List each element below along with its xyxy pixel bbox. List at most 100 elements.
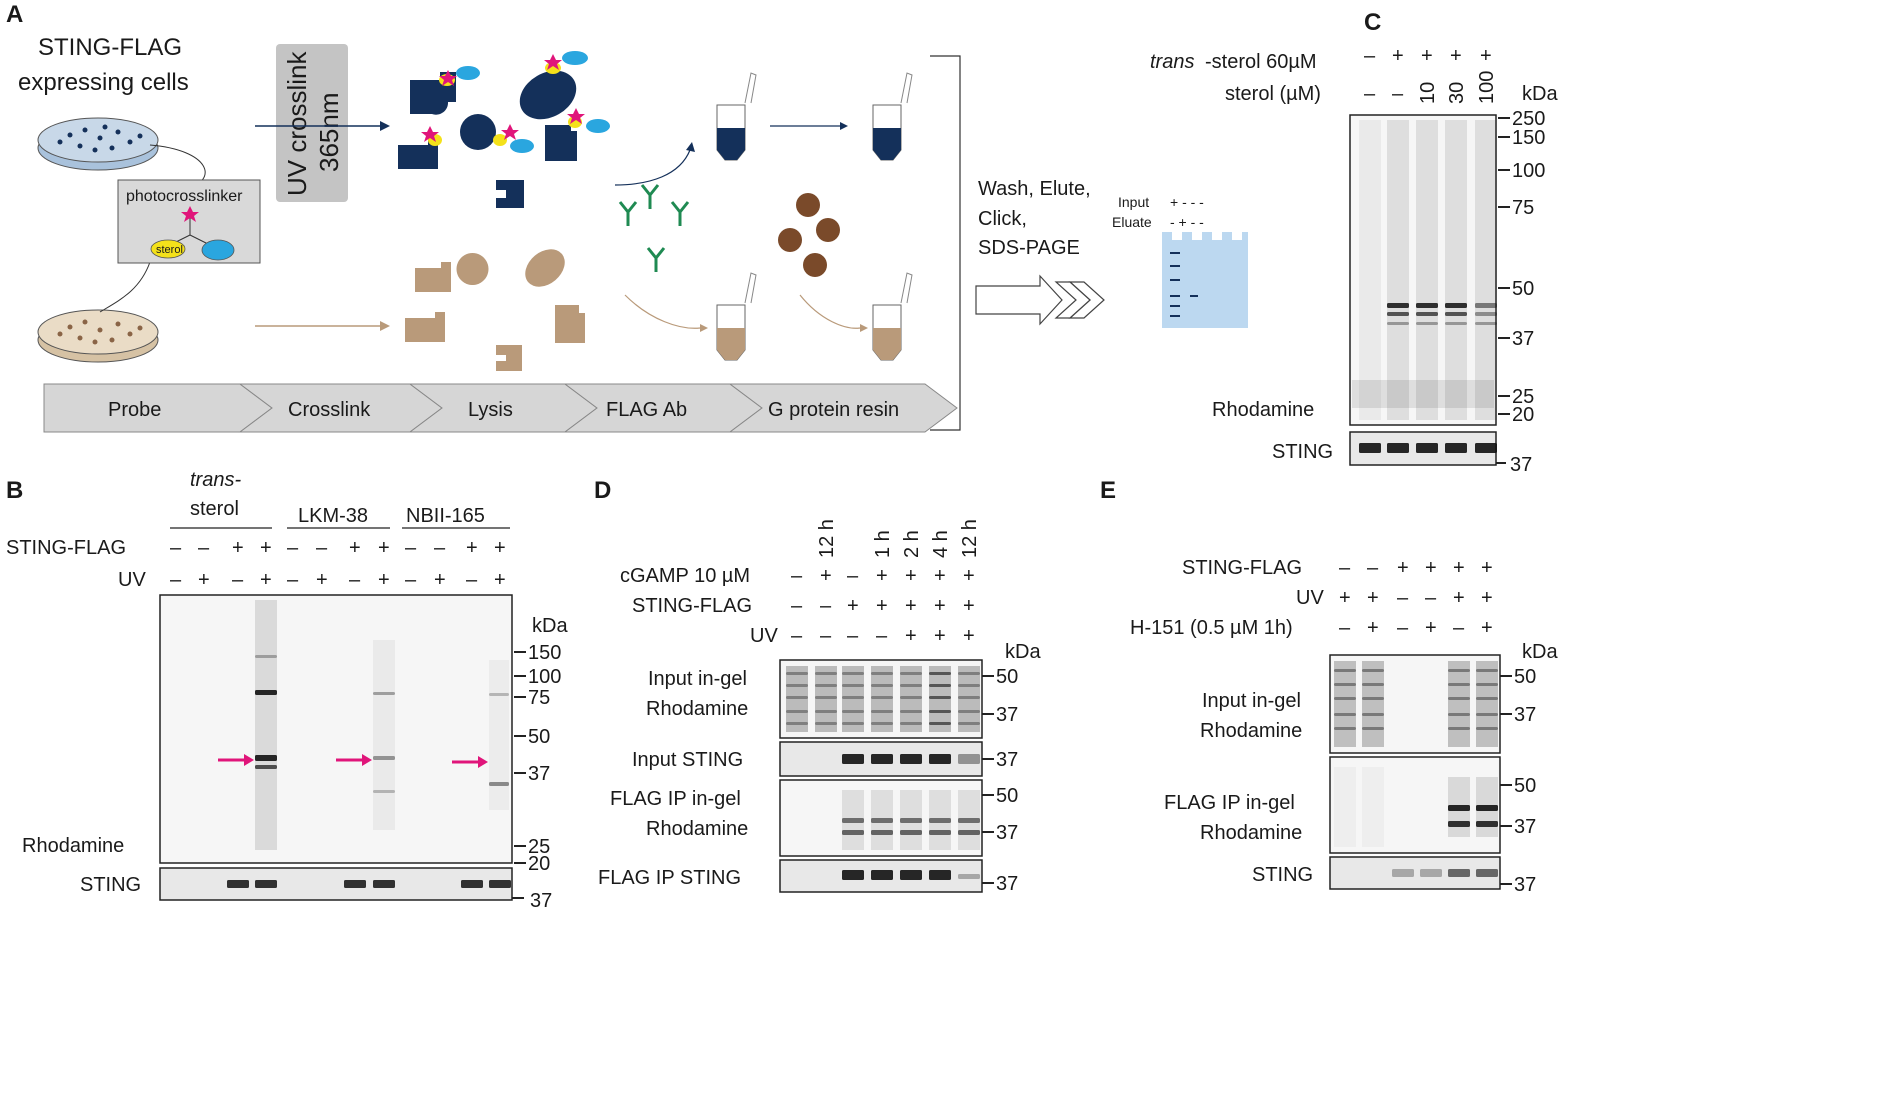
panel-c-band-lower: [1475, 312, 1497, 316]
cells-label-line1: STING-FLAG: [38, 34, 182, 61]
panel-e-ip-band: [1448, 805, 1470, 811]
gel-band: [842, 696, 864, 699]
panel-d-sign: –: [847, 625, 859, 647]
panel-b-band-37: [255, 765, 277, 769]
gel-band: [842, 830, 864, 835]
panel-c-sting-marker: 37: [1510, 454, 1532, 476]
panel-c-row1-label: -sterol 60µM: [1205, 51, 1317, 73]
panel-e-sign: +: [1367, 617, 1379, 639]
panel-e-ip-band: [1476, 821, 1498, 827]
panel-d-time: 1 h: [872, 530, 894, 558]
step-g-protein-resin: G protein resin: [768, 399, 899, 421]
panel-e-sign: +: [1481, 557, 1493, 579]
gel-band: [786, 684, 808, 687]
panel-e-sign: +: [1453, 557, 1465, 579]
step-flag-ab: FLAG Ab: [606, 399, 687, 421]
panel-d-sign: –: [820, 595, 832, 617]
panel-b-row1-sign: –: [434, 537, 446, 559]
gel-band: [871, 696, 893, 699]
panel-d-blot-label: Input in-gel: [648, 668, 747, 690]
gel-band: [1362, 683, 1384, 686]
gel-band: [1476, 669, 1498, 672]
panel-d-blot-label: Input STING: [632, 749, 743, 771]
gel-band: [1362, 713, 1384, 716]
panel-b-group1-line2: sterol: [190, 498, 239, 520]
panel-e-kda: kDa: [1522, 641, 1558, 663]
gel-band: [958, 830, 980, 835]
wash-line2: Click,: [978, 208, 1027, 230]
panel-c-sting-label: STING: [1272, 441, 1333, 463]
panel-b-rhodamine-gel: [159, 594, 513, 864]
panel-e-sign: –: [1339, 557, 1351, 579]
gel-band: [900, 672, 922, 675]
process-arrow: [975, 274, 1105, 326]
panel-d-time: 4 h: [930, 530, 952, 558]
gel-band: [842, 684, 864, 687]
step-crosslink: Crosslink: [288, 399, 371, 421]
gel-band: [929, 830, 951, 835]
workflow-steps: Probe Crosslink Lysis FLAG Ab G protein …: [43, 383, 958, 433]
panel-b-marker: 50: [528, 726, 550, 748]
panel-b-band-75: [373, 692, 395, 695]
panel-d-sign: –: [791, 565, 803, 587]
panel-d-blot-label: FLAG IP STING: [598, 867, 741, 889]
panel-b-row2-sign: +: [378, 569, 390, 591]
panel-d-ip-sting-band: [929, 870, 951, 880]
gel-band: [929, 722, 951, 725]
panel-e-blot-label2: Rhodamine: [1200, 720, 1302, 742]
panel-b-sting-label: STING: [80, 874, 141, 896]
panel-d-sign: +: [820, 565, 832, 587]
gel-band: [900, 710, 922, 713]
panel-d-row-label: STING-FLAG: [632, 595, 752, 617]
gel-band: [929, 696, 951, 699]
panel-b-sting-band: [344, 880, 366, 888]
panel-b-marker: 37: [528, 763, 550, 785]
panel-c-band-upper: [1445, 303, 1467, 308]
uv-crosslink-box: UV crosslink 365nm: [276, 44, 348, 202]
panel-d-sign: +: [963, 595, 975, 617]
panel-b-marker: 75: [528, 687, 550, 709]
panel-b-sting-band: [373, 880, 395, 888]
gel-band: [1476, 683, 1498, 686]
panel-d-sign: +: [905, 565, 917, 587]
panel-b-row1-sign: –: [170, 537, 182, 559]
gel-band: [1448, 697, 1470, 700]
g-protein-beads: [778, 193, 840, 277]
panel-b-row2-sign: +: [198, 569, 210, 591]
gel-smear: [1362, 661, 1384, 747]
panel-b-band-30: [373, 790, 395, 793]
panel-c-kda: kDa: [1522, 83, 1558, 105]
gel-band: [786, 722, 808, 725]
panel-c-row1-sign: +: [1421, 45, 1433, 67]
panel-b-row2-sign: +: [260, 569, 272, 591]
panel-b-sting-marker: 37: [530, 890, 552, 911]
panel-b-row2-sign: –: [287, 569, 299, 591]
panel-e-sign: –: [1453, 617, 1465, 639]
gel-band: [1448, 713, 1470, 716]
panel-b-row2-sign: +: [434, 569, 446, 591]
panel-d-ip-sting-band: [842, 870, 864, 880]
gel-band: [900, 818, 922, 823]
panel-c-marker: 37: [1512, 328, 1534, 350]
panel-c-band-lower: [1445, 312, 1467, 316]
gel-band: [900, 684, 922, 687]
panel-d-sign: –: [847, 565, 859, 587]
panel-d-marker: 50: [996, 666, 1018, 688]
panel-c: C trans -sterol 60µM sterol (µM) –++++––…: [1150, 9, 1558, 476]
panel-d-sign: +: [847, 595, 859, 617]
gel-band: [815, 722, 837, 725]
panel-e-sting-band: [1420, 869, 1442, 877]
panel-d-kda: kDa: [1005, 641, 1041, 663]
panel-c-band-upper: [1416, 303, 1438, 308]
panel-e-sign: +: [1425, 557, 1437, 579]
gel-band: [1362, 669, 1384, 672]
panel-c-row1-sign: +: [1450, 45, 1462, 67]
panel-b-row1-sign: +: [232, 537, 244, 559]
gel-band: [929, 672, 951, 675]
panel-a: A STING-FLAG expressing cells photocross…: [6, 1, 1248, 433]
panel-d-sign: –: [820, 625, 832, 647]
gel-band: [1476, 697, 1498, 700]
panel-b-band-40: [373, 756, 395, 760]
gel-smear: [900, 666, 922, 732]
